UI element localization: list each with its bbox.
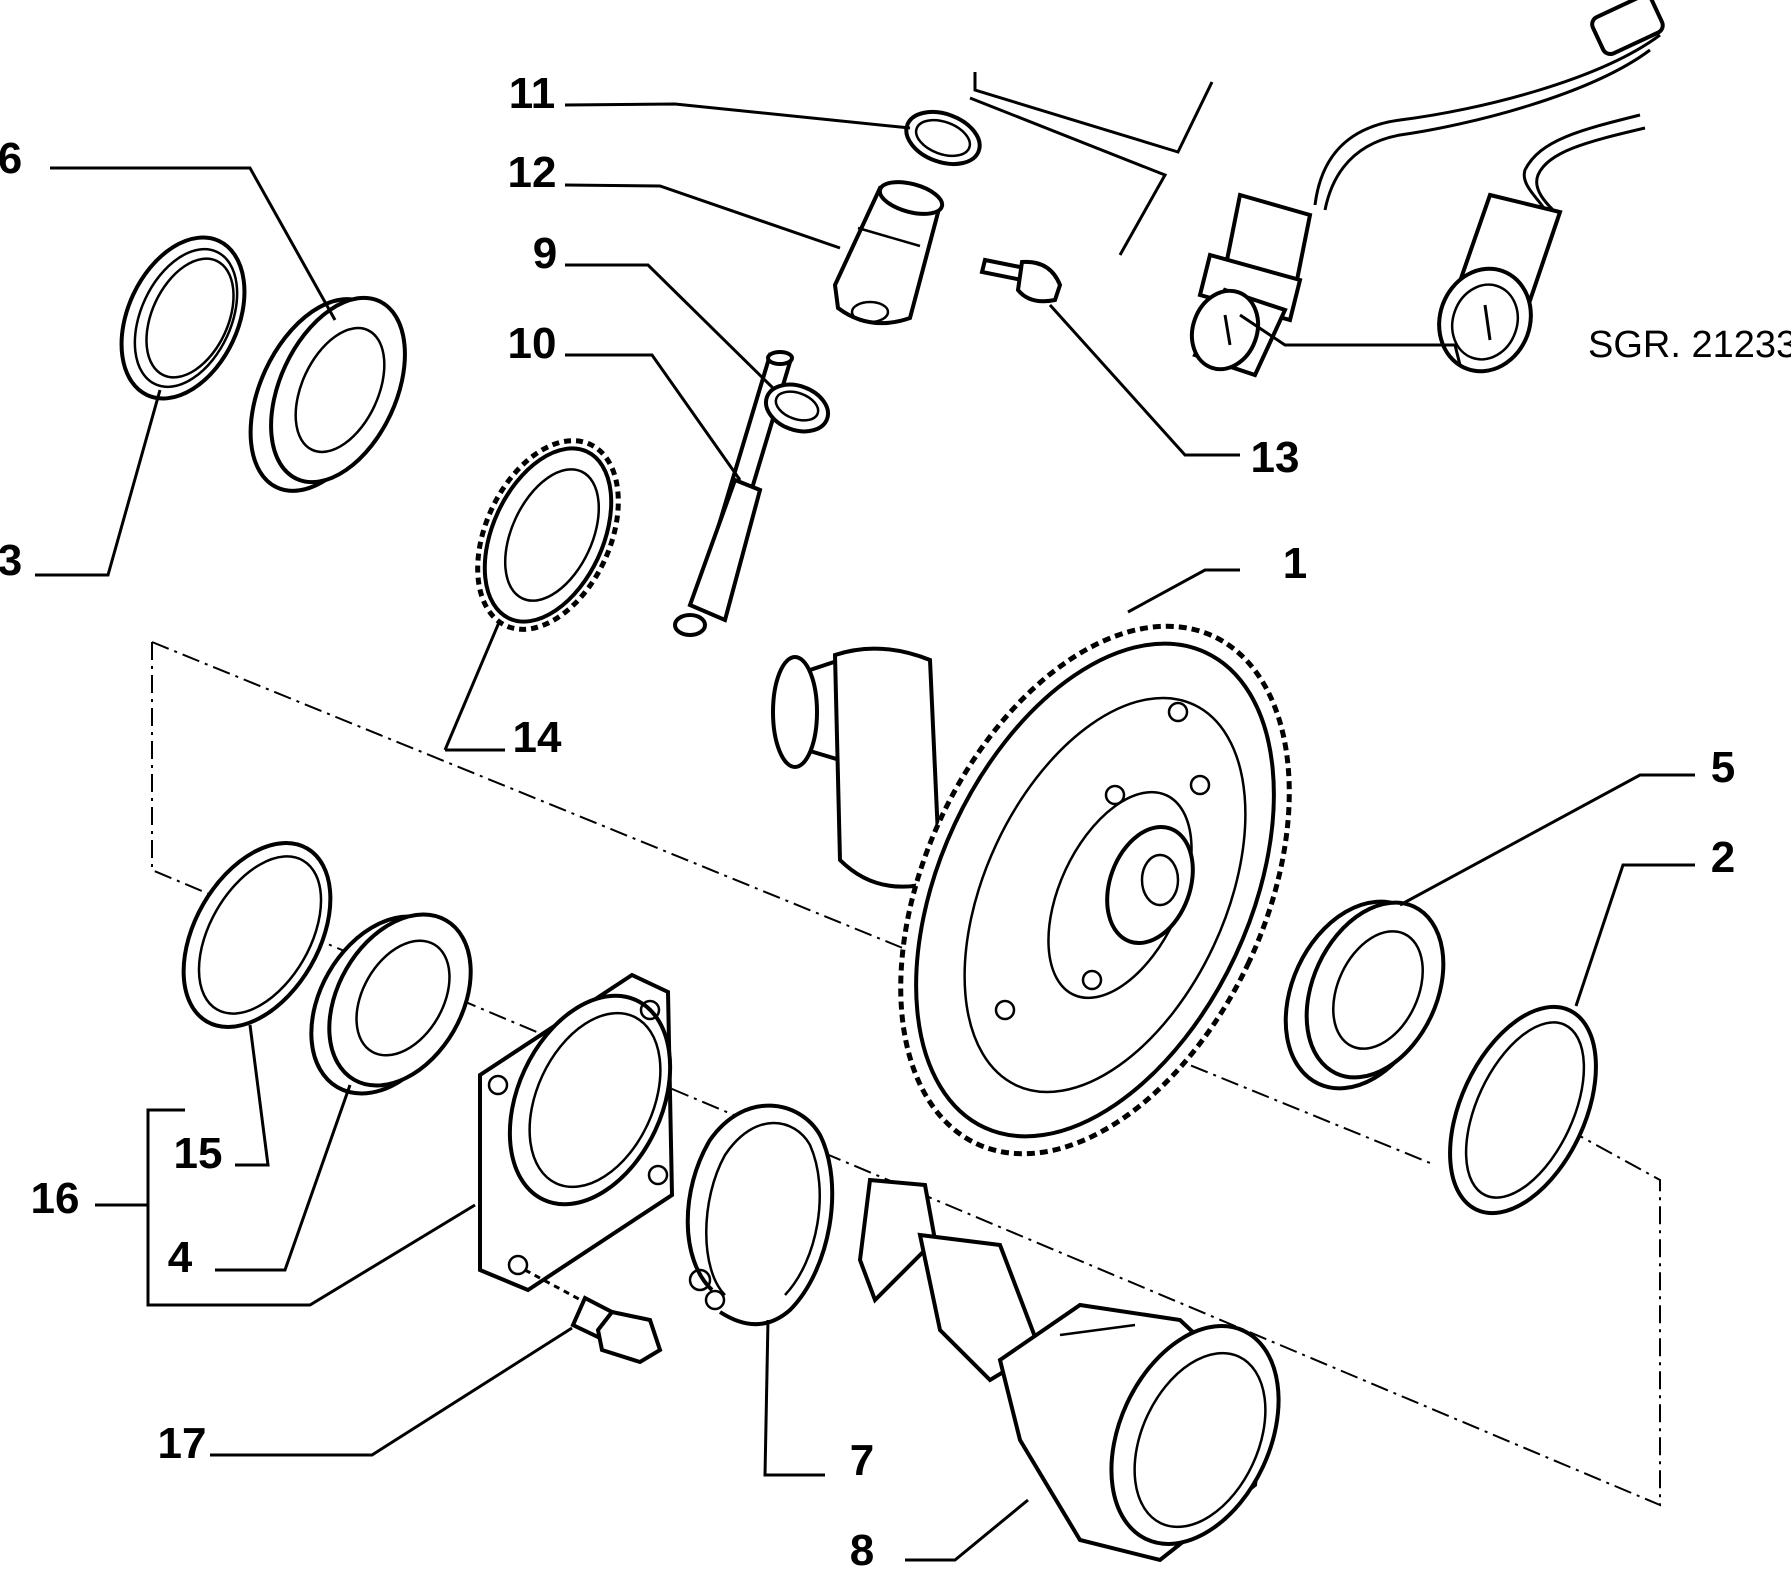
callout-10: 10: [508, 319, 557, 368]
speedometer-drive-gear: [475, 438, 621, 632]
bearing-right: [1283, 899, 1446, 1091]
callout-6: 6: [0, 134, 22, 183]
callout-1: 1: [1283, 539, 1307, 588]
shim-ring: [181, 841, 333, 1029]
callout-9: 9: [533, 229, 557, 278]
callout-13: 13: [1251, 433, 1300, 482]
sensor-screw: [979, 257, 1063, 304]
callout-15: 15: [174, 1129, 223, 1178]
circlip: [685, 1103, 835, 1327]
bearing-race-right: [1448, 1004, 1598, 1216]
callout-11: 11: [509, 69, 556, 118]
reference-code: SGR. 21233: [1588, 324, 1791, 366]
bearing-flange-side: [309, 912, 473, 1096]
differential-crown-gear: [771, 623, 1292, 1157]
callout-17: 17: [158, 1419, 207, 1468]
callout-14: 14: [513, 713, 562, 762]
leader-lines: [35, 72, 1695, 1562]
callout-4: 4: [168, 1233, 193, 1282]
callout-7: 7: [850, 1436, 874, 1485]
oil-seal-left: [119, 235, 247, 401]
wiring-connector: [1437, 113, 1646, 374]
speed-sensor: [1189, 0, 1665, 378]
washer: [904, 109, 982, 167]
callout-3: 3: [0, 536, 22, 585]
small-seal: [764, 382, 830, 434]
assembly-boundary: [151, 641, 1661, 1507]
flange-bolt: [524, 1268, 663, 1365]
callout-5: 5: [1711, 743, 1735, 792]
driveshaft-joint: [857, 1177, 1281, 1563]
callout-12: 12: [508, 148, 557, 197]
callout-2: 2: [1711, 833, 1735, 882]
pinion-sleeve: [832, 180, 945, 326]
callout-8: 8: [850, 1526, 874, 1574]
callout-16: 16: [31, 1174, 80, 1223]
bearing-housing-flange: [478, 972, 675, 1293]
bearing-left: [248, 295, 407, 493]
